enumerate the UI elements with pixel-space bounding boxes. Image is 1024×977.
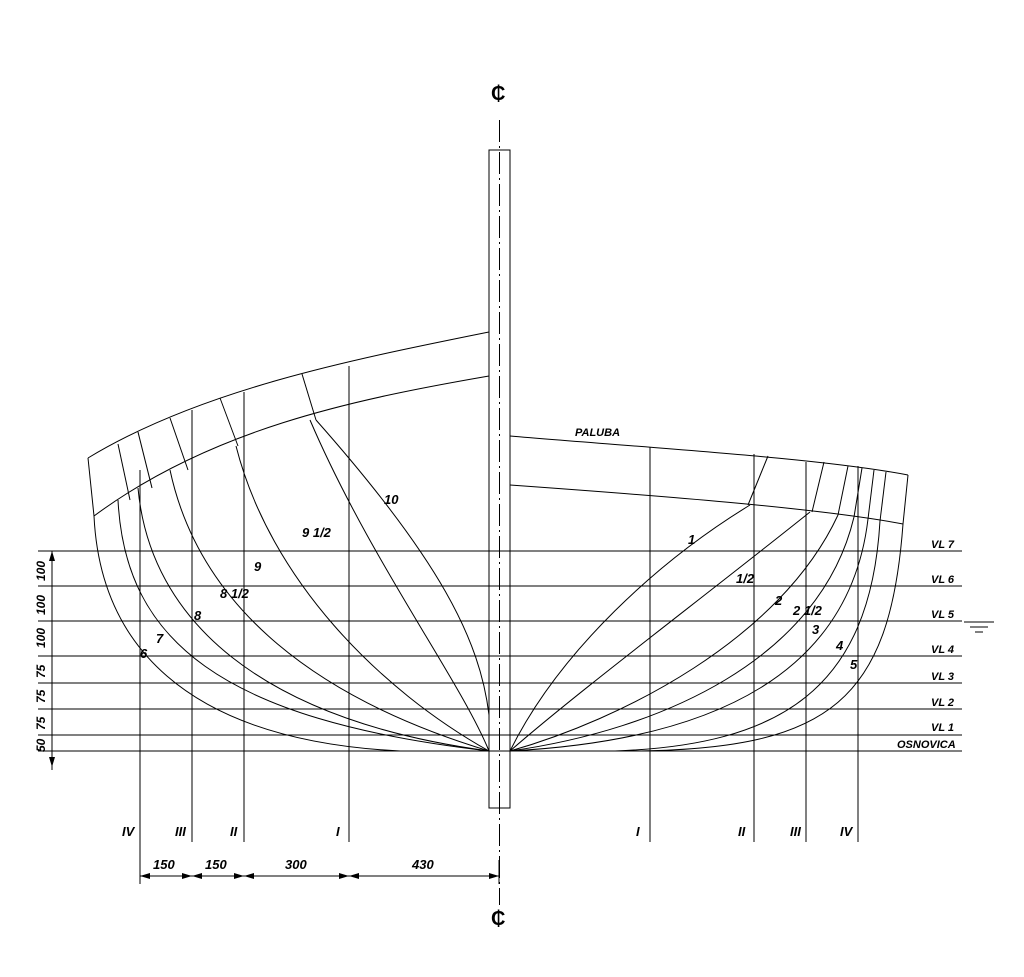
station-label-1-half: 1/2 (736, 571, 755, 586)
height-dim-5: 75 (34, 689, 48, 703)
centerline-symbol-bottom: ₵ (491, 908, 505, 930)
station-label-6: 6 (140, 646, 148, 661)
section-5 (639, 523, 904, 752)
section-10 (315, 419, 490, 716)
section-1 (509, 504, 751, 752)
station-label-2: 2 (774, 593, 783, 608)
label-vl2: VL 2 (931, 697, 954, 709)
station-label-4: 4 (835, 638, 844, 653)
station-label-5: 5 (850, 657, 858, 672)
width-dimension-labels: 150 150 300 430 (153, 857, 434, 872)
width-dim-4: 430 (411, 857, 434, 872)
section-1-half (509, 511, 811, 752)
buttock-left-ii: II (230, 824, 238, 839)
section-4 (614, 520, 881, 752)
height-dim-3: 100 (34, 628, 48, 648)
label-vl6: VL 6 (931, 574, 955, 586)
station-label-2-half: 2 1/2 (792, 603, 823, 618)
label-vl7: VL 7 (931, 539, 955, 551)
section-7 (117, 499, 490, 752)
height-dim-7: 50 (34, 738, 48, 752)
buttock-left-iv: IV (122, 824, 136, 839)
buttock-right-iv: IV (840, 824, 854, 839)
height-dim-4: 75 (34, 664, 48, 678)
buttock-right-ii: II (738, 824, 746, 839)
station-labels-left: 6 7 8 8 1/2 9 9 1/2 10 (140, 492, 399, 661)
waterline-labels: VL 7 VL 6 VL 5 VL 4 VL 3 VL 2 VL 1 OSNOV… (897, 539, 956, 751)
station-label-8: 8 (194, 608, 202, 623)
height-dim-2: 100 (34, 595, 48, 615)
height-dim-1: 100 (34, 561, 48, 581)
section-curves-left (93, 419, 490, 752)
buttock-left-iii: III (175, 824, 186, 839)
label-vl1: VL 1 (931, 722, 954, 734)
label-vl3: VL 3 (931, 671, 954, 683)
water-surface-icon (964, 621, 994, 633)
section-3 (509, 518, 869, 752)
width-dim-2: 150 (205, 857, 227, 872)
station-label-3: 3 (812, 622, 820, 637)
section-8 (137, 487, 490, 752)
section-2 (509, 514, 839, 752)
buttock-labels-left: IV III II I (122, 824, 340, 839)
section-curves-right (509, 504, 904, 752)
label-osnovica: OSNOVICA (897, 739, 956, 751)
buttock-left-i: I (336, 824, 340, 839)
station-label-1: 1 (688, 532, 695, 547)
section-2-half (509, 516, 855, 752)
section-6 (93, 515, 489, 752)
station-label-10: 10 (384, 492, 399, 507)
centerline-symbol-top: ₵ (491, 83, 505, 105)
deck-label: PALUBA (575, 427, 620, 439)
station-label-7: 7 (156, 631, 164, 646)
buttock-labels-right: I II III IV (636, 824, 854, 839)
height-dimension (49, 551, 55, 770)
label-vl4: VL 4 (931, 644, 954, 656)
width-dimension (139, 842, 500, 884)
station-label-9: 9 (254, 559, 262, 574)
station-labels-right: 1 1/2 2 2 1/2 3 4 5 (688, 532, 858, 672)
section-9-half (309, 419, 490, 752)
height-dim-6: 75 (34, 716, 48, 730)
section-9 (235, 445, 490, 752)
section-8-half (169, 469, 490, 752)
height-dimension-labels: 100 100 100 75 75 75 50 (34, 561, 48, 752)
buttock-right-i: I (636, 824, 640, 839)
buttock-right-iii: III (790, 824, 801, 839)
bulwark-right (509, 435, 909, 525)
station-label-8-half: 8 1/2 (220, 586, 250, 601)
station-label-9-half: 9 1/2 (302, 525, 332, 540)
width-dim-3: 300 (285, 857, 307, 872)
width-dim-1: 150 (153, 857, 175, 872)
bulwark-left (87, 331, 490, 517)
label-vl5: VL 5 (931, 609, 955, 621)
